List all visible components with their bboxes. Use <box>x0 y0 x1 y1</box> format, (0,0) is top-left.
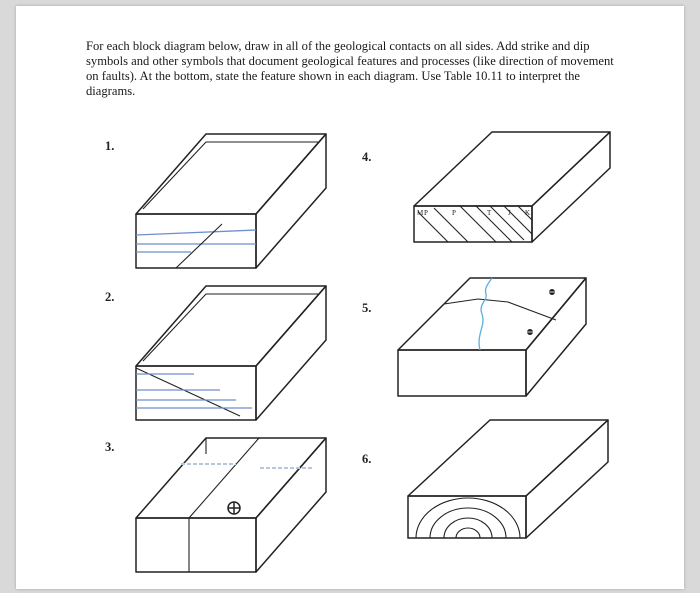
block-4-label-t: T <box>487 209 492 217</box>
block-diagram-1 <box>135 133 327 269</box>
block-6-fold-arc-2 <box>429 507 507 539</box>
block-4-label-p2: P <box>452 209 456 217</box>
block-4-label-p1: P <box>424 209 428 217</box>
block-diagram-6 <box>407 419 609 539</box>
block-4-bed-5 <box>489 205 525 241</box>
block-2-side-face <box>255 285 327 421</box>
block-1-fault-line <box>175 223 223 269</box>
block-4-side-face <box>531 131 611 243</box>
block-4-label-k: K <box>525 209 530 217</box>
block-3-side-face <box>255 437 327 573</box>
block-5-top-face <box>397 277 587 351</box>
block-1-front-face <box>135 213 257 269</box>
block-5-front-face <box>397 349 527 397</box>
diagram-5-number: 5. <box>362 301 372 315</box>
block-6-side-face <box>525 419 609 539</box>
block-4-bed-2 <box>433 207 469 243</box>
block-diagram-3 <box>135 437 327 573</box>
diagram-3-number: 3. <box>105 440 115 454</box>
block-5-stream <box>478 277 493 351</box>
block-diagram-2 <box>135 285 327 421</box>
horizontal-bed-symbol-icon <box>527 329 533 335</box>
block-diagram-5 <box>397 277 587 397</box>
block-5-contact-line <box>443 298 557 321</box>
block-4-label-m: M <box>417 209 424 217</box>
block-6-fold-arc-4 <box>455 527 481 539</box>
block-2-top-face <box>135 285 327 367</box>
block-5-side-face <box>525 277 587 397</box>
block-1-layer-1 <box>135 229 257 236</box>
block-3-fault-trace-top <box>188 437 260 519</box>
block-4-label-j: J <box>508 209 511 217</box>
block-4-bed-1 <box>417 211 449 243</box>
block-6-top-face <box>407 419 609 497</box>
block-1-top-face <box>135 133 327 215</box>
block-4-bed-4 <box>475 205 513 243</box>
block-3-top-face <box>135 437 327 519</box>
block-1-top-inner-edge <box>142 141 318 210</box>
block-4-bed-7 <box>517 205 533 221</box>
instructions-text: For each block diagram below, draw in al… <box>86 39 614 98</box>
block-4-bed-6 <box>503 205 533 235</box>
horizontal-bed-symbol-icon <box>227 501 241 515</box>
block-6-fold-arc-1 <box>415 497 521 539</box>
block-diagram-4: M P P T J K <box>413 131 611 243</box>
diagram-2-number: 2. <box>105 290 115 304</box>
block-1-side-face <box>255 133 327 269</box>
block-4-front-face <box>413 205 533 243</box>
horizontal-bed-symbol-icon <box>549 289 555 295</box>
block-4-bed-3 <box>459 205 497 243</box>
block-6-fold-arc-3 <box>443 517 493 539</box>
block-2-angular-contact <box>135 367 241 417</box>
diagram-1-number: 1. <box>105 139 115 153</box>
block-6-front-face <box>407 495 527 539</box>
document-page: For each block diagram below, draw in al… <box>16 6 684 589</box>
block-3-front-face <box>135 517 257 573</box>
diagram-6-number: 6. <box>362 452 372 466</box>
block-2-top-inner-edge <box>142 293 318 362</box>
diagram-4-number: 4. <box>362 150 372 164</box>
